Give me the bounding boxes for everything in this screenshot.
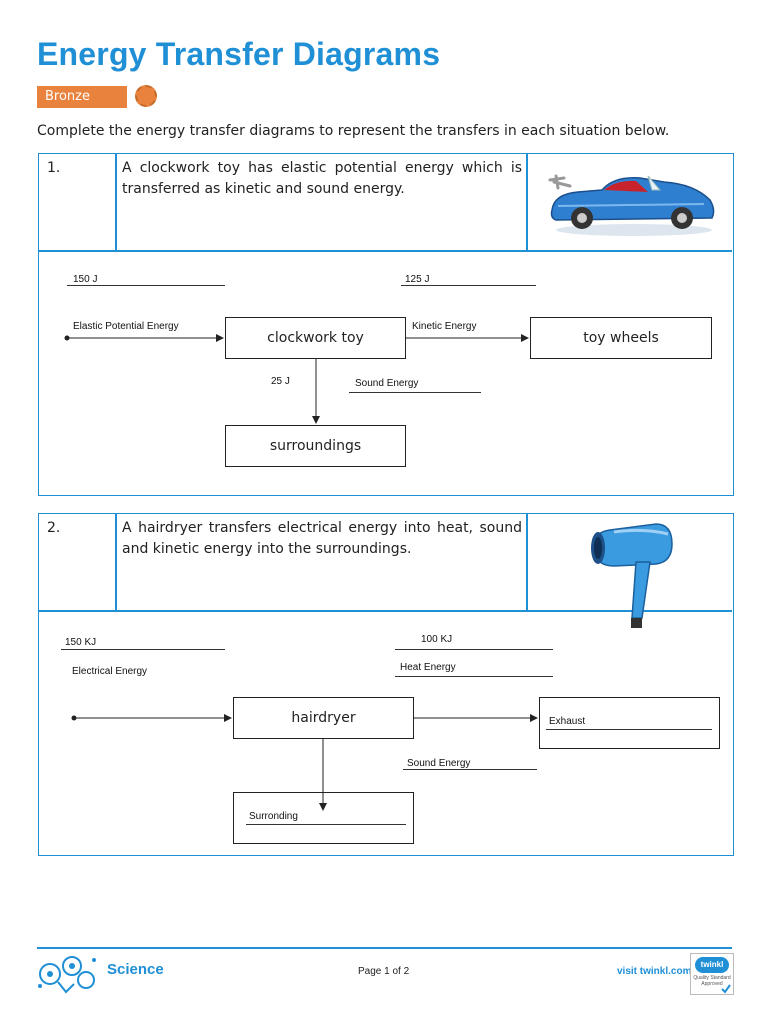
arrows [71,714,538,811]
output2-target-label: Surronding [249,811,298,822]
output1-target-box: toy wheels [530,317,712,359]
hairdryer-image [591,523,673,628]
output2-target-box: surroundings [225,425,406,467]
check-icon [721,984,731,994]
page-title: Energy Transfer Diagrams [37,36,441,72]
instructions: Complete the energy transfer diagrams to… [37,123,670,139]
level-badge: Bronze [37,86,127,108]
input-amount: 150 KJ [65,637,97,648]
question-1-card: 1. A clockwork toy has elastic potential… [38,153,734,496]
page-number: Page 1 of 2 [358,966,410,977]
device-box: hairdryer [233,697,414,739]
science-logo-icon [38,956,96,994]
output2-amount: 25 J [271,376,290,387]
input-label: Electrical Energy [72,666,148,677]
question-2-card: 2. A hairdryer transfers electrical ener… [38,513,734,856]
output2-label: Sound Energy [355,378,419,389]
output1-amount: 125 J [405,274,430,285]
footer-url[interactable]: visit twinkl.com [617,966,692,977]
input-amount: 150 J [73,274,98,285]
output1-target-label: Exhaust [549,716,586,727]
input-label: Elastic Potential Energy [73,321,179,332]
quality-badge: twinkl Quality Standard Approved [690,953,734,995]
twinkl-logo: twinkl [695,957,729,973]
question-text: A hairdryer transfers electrical energy … [122,520,522,557]
wind-up-toy-car-image [548,174,715,236]
arrows [64,334,529,424]
quality-badge-text: Quality Standard Approved [693,975,731,987]
output2-label: Sound Energy [407,758,471,769]
question-number: 2. [47,520,61,536]
output1-label: Heat Energy [400,662,456,673]
bronze-medal-icon [135,85,157,107]
output1-target-box: Exhaust [539,697,720,749]
footer-subject: Science [107,961,164,978]
output1-label: Kinetic Energy [412,321,477,332]
question-number: 1. [47,160,61,176]
device-box: clockwork toy [225,317,406,359]
output1-amount: 100 KJ [421,634,453,645]
question-text: A clockwork toy has elastic potential en… [122,160,522,197]
